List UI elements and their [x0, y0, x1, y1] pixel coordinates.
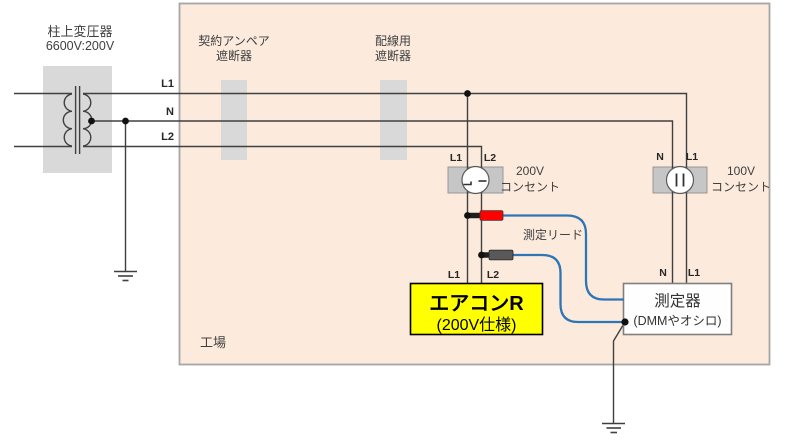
- bus-n: [91, 120, 674, 283]
- aircon-terminal-l2: L2: [486, 269, 500, 281]
- junction-meter-ground: [621, 318, 629, 326]
- wiring-breaker-label-line1: 配線用: [374, 34, 411, 48]
- junction-red-lead: [464, 212, 471, 219]
- meter-label-line1: 測定器: [654, 293, 701, 310]
- transformer-label: 柱上変圧器: [47, 24, 113, 39]
- transformer-primary-coil: [62, 93, 73, 147]
- bus-l2: [83, 145, 483, 283]
- contract-breaker-body: [221, 80, 247, 160]
- contract-breaker-label-line2: 遮断器: [215, 49, 252, 63]
- lead-wire-red-to-meter: [501, 214, 625, 301]
- junction-l1-branch: [464, 90, 471, 97]
- meter-box: [622, 282, 733, 336]
- conductor-lines: [14, 86, 688, 423]
- transformer-body: [43, 66, 112, 173]
- measurement-lead-wires: [501, 214, 626, 324]
- meter-terminal-n: N: [659, 267, 667, 279]
- aircon-terminal-l1: L1: [447, 269, 461, 281]
- factory-label: 工場: [200, 335, 227, 350]
- aircon-box: [409, 282, 544, 336]
- meter-ground-wire: [612, 321, 626, 423]
- outlet-100v-label-line2: コンセント: [710, 180, 771, 194]
- outlet-200v-terminal-l1: L1: [449, 152, 463, 164]
- gray-lead-plug: [488, 249, 514, 261]
- lead-wire-gray-to-meter: [511, 253, 626, 324]
- outlet-200v-label-line1: 200V: [515, 164, 545, 178]
- junction-center-tap: [88, 117, 95, 125]
- junction-gray-lead: [478, 251, 485, 259]
- transformer-ratio-label: 6600V:200V: [45, 39, 115, 53]
- red-lead-plug: [479, 210, 504, 221]
- bus-label-n: N: [166, 106, 174, 118]
- outlet-200v-slot-left: [463, 181, 472, 186]
- wiring-breaker-body: [380, 80, 407, 160]
- outlet-100v-label-line1: 100V: [726, 164, 756, 178]
- outlet-200v-label-line2: コンセント: [499, 180, 560, 194]
- aircon-label-line1: エアコンR: [429, 293, 524, 315]
- junction-neutral-ground: [122, 117, 129, 125]
- bus-l1: [83, 92, 688, 283]
- ground-symbols: [114, 270, 625, 434]
- meter-terminal-l1: L1: [687, 267, 701, 279]
- contract-breaker-label-line1: 契約アンペア: [198, 34, 270, 48]
- aircon-label-line2: (200V仕様): [436, 317, 517, 334]
- outlet-100v-terminal-l1: L1: [685, 151, 699, 163]
- wiring-breaker-label-line2: 遮断器: [374, 49, 411, 63]
- outlet-200v-face: [461, 165, 490, 195]
- meter-label-line2: (DMMやオシロ): [633, 314, 722, 328]
- junction-dots: [88, 90, 629, 326]
- outlet-100v-face: [665, 165, 695, 195]
- outlet-100v-terminal-n: N: [656, 151, 664, 163]
- outlet-200v-terminal-l2: L2: [483, 152, 497, 164]
- bus-label-l1: L1: [161, 78, 174, 90]
- measurement-lead-label: 測定リード: [523, 228, 584, 242]
- bus-label-l2: L2: [161, 131, 174, 143]
